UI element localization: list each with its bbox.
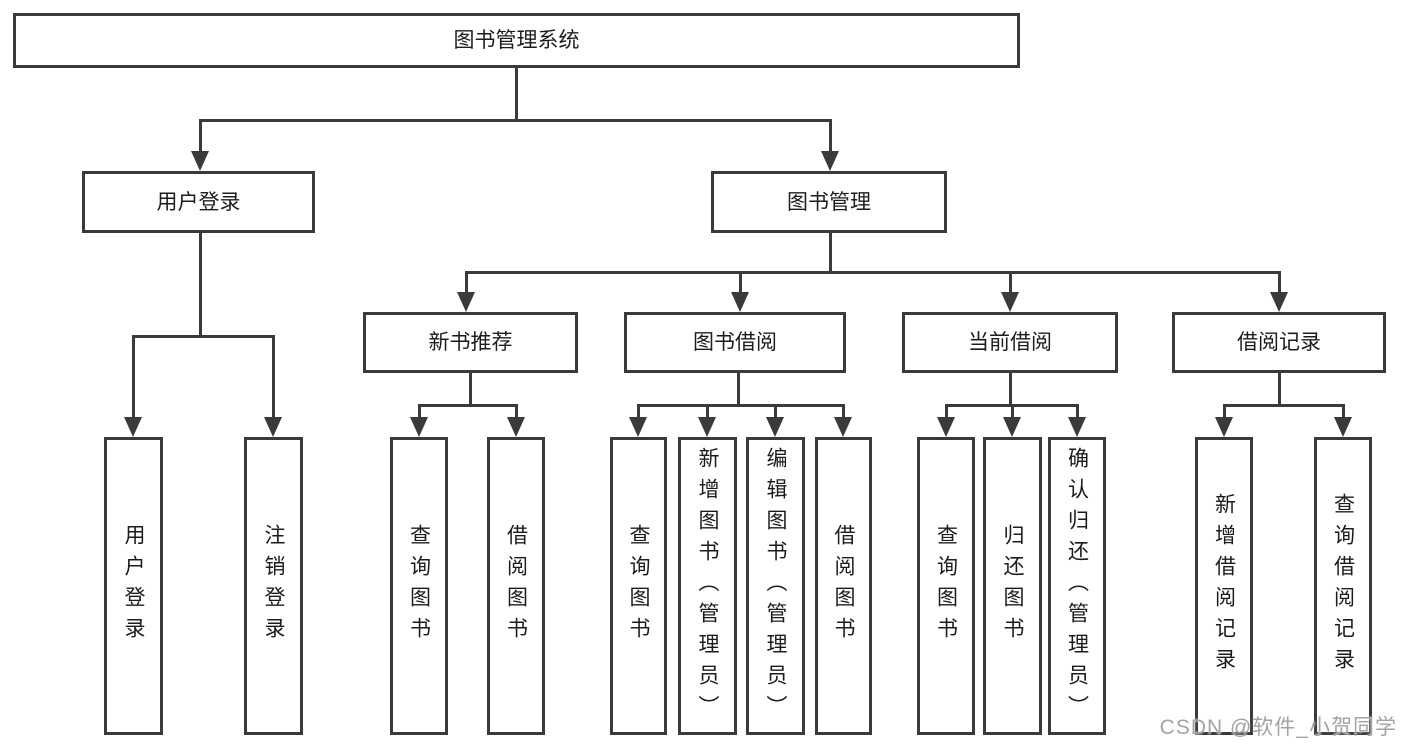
connector-line-vertical xyxy=(417,405,421,418)
node-user-login: 用户登录 xyxy=(82,171,315,233)
arrow-down-icon xyxy=(821,151,839,171)
arrow-down-icon xyxy=(507,417,525,437)
connector-line-horizontal xyxy=(198,118,832,122)
connector-line-vertical xyxy=(514,405,518,418)
connector-line-vertical xyxy=(705,405,709,418)
arrow-down-icon xyxy=(937,417,955,437)
connector-line-vertical xyxy=(464,272,468,293)
connector-line-vertical xyxy=(1277,373,1281,405)
arrow-down-icon xyxy=(629,417,647,437)
connector-line-vertical xyxy=(1341,405,1345,418)
connector-line-vertical xyxy=(736,373,740,405)
connector-line-vertical xyxy=(198,233,202,336)
connector-line-vertical xyxy=(841,405,845,418)
arrow-down-icon xyxy=(1215,417,1233,437)
arrow-down-icon xyxy=(1334,417,1352,437)
connector-line-horizontal xyxy=(417,403,518,407)
connector-line-vertical xyxy=(1010,405,1014,418)
leaf-add-borrow-record: 新增借阅记录 xyxy=(1195,437,1253,735)
connector-line-vertical xyxy=(1008,272,1012,293)
leaf-logout: 注销登录 xyxy=(244,437,303,735)
node-book-borrow: 图书借阅 xyxy=(624,312,846,373)
connector-line-vertical xyxy=(1008,373,1012,405)
connector-line-vertical xyxy=(636,405,640,418)
connector-line-horizontal xyxy=(1222,403,1345,407)
connector-line-horizontal xyxy=(131,334,275,338)
connector-line-vertical xyxy=(1222,405,1226,418)
arrow-down-icon xyxy=(834,417,852,437)
connector-line-vertical xyxy=(773,405,777,418)
leaf-add-books-admin: 新增图书（管理员） xyxy=(678,437,737,735)
connector-line-vertical xyxy=(828,233,832,272)
node-root-system: 图书管理系统 xyxy=(13,13,1020,68)
node-book-management: 图书管理 xyxy=(711,171,947,233)
connector-line-vertical xyxy=(131,336,135,418)
node-borrow-records: 借阅记录 xyxy=(1172,312,1386,373)
connector-line-horizontal xyxy=(464,270,1281,274)
leaf-query-books-borrow: 查询图书 xyxy=(610,437,667,735)
arrow-down-icon xyxy=(124,417,142,437)
connector-line-vertical xyxy=(1277,272,1281,293)
connector-line-horizontal xyxy=(944,403,1079,407)
connector-line-vertical xyxy=(271,336,275,418)
arrow-down-icon xyxy=(1003,417,1021,437)
node-current-borrow: 当前借阅 xyxy=(902,312,1118,373)
arrow-down-icon xyxy=(1068,417,1086,437)
arrow-down-icon xyxy=(731,292,749,312)
connector-line-vertical xyxy=(944,405,948,418)
arrow-down-icon xyxy=(698,417,716,437)
connector-line-vertical xyxy=(198,120,202,152)
leaf-borrow-books: 借阅图书 xyxy=(815,437,872,735)
connector-line-horizontal xyxy=(636,403,845,407)
leaf-query-books-recommend: 查询图书 xyxy=(390,437,448,735)
arrow-down-icon xyxy=(410,417,428,437)
leaf-return-books: 归还图书 xyxy=(983,437,1042,735)
leaf-borrow-books-recommend: 借阅图书 xyxy=(487,437,545,735)
arrow-down-icon xyxy=(1001,292,1019,312)
connector-line-vertical xyxy=(828,120,832,152)
node-new-book-recommend: 新书推荐 xyxy=(363,312,578,373)
arrow-down-icon xyxy=(766,417,784,437)
connector-line-vertical xyxy=(468,373,472,405)
arrow-down-icon xyxy=(457,292,475,312)
connector-line-vertical xyxy=(738,272,742,293)
connector-line-vertical xyxy=(514,68,518,120)
csdn-watermark: CSDN @软件_小贺同学 xyxy=(1159,716,1397,739)
leaf-query-books-current: 查询图书 xyxy=(917,437,975,735)
arrow-down-icon xyxy=(191,151,209,171)
arrow-down-icon xyxy=(1270,292,1288,312)
leaf-edit-books-admin: 编辑图书（管理员） xyxy=(746,437,805,735)
leaf-query-borrow-record: 查询借阅记录 xyxy=(1314,437,1372,735)
leaf-user-login: 用户登录 xyxy=(104,437,163,735)
connector-line-vertical xyxy=(1075,405,1079,418)
leaf-confirm-return-admin: 确认归还（管理员） xyxy=(1048,437,1106,735)
arrow-down-icon xyxy=(264,417,282,437)
